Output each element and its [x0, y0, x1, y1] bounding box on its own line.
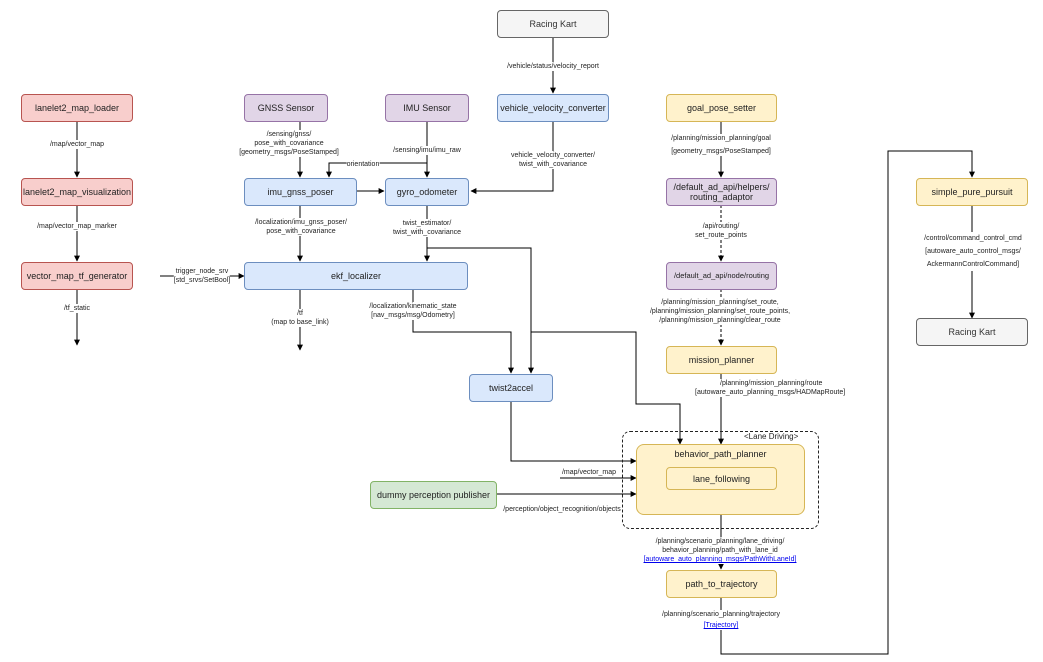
label-gnss-topic-2: pose_with_covariance — [254, 140, 324, 147]
label-map-vector-map-marker: /map/vector_map_marker — [37, 222, 117, 231]
label-trajectory: /planning/scenario_planning/trajectory [… — [662, 610, 780, 630]
label-route-topic-2: [autoware_auto_planning_msgs/HADMapRoute… — [695, 389, 846, 396]
label-control-cmd: /control/command_control_cmd [autoware_a… — [924, 232, 1022, 271]
edge-trajectory-to-pure-pursuit — [720, 150, 975, 655]
lanelet2-map-visualization-node[interactable]: lanelet2_map_visualization — [21, 178, 133, 206]
imu-sensor-node[interactable]: IMU Sensor — [385, 94, 469, 122]
label-api-routing: /api/routing/ set_route_points — [695, 222, 747, 240]
vector-map-tf-generator-node[interactable]: vector_map_tf_generator — [21, 262, 133, 290]
label-trigger-node-1: trigger_node_srv — [175, 268, 229, 275]
label-kinematic-state-2: [nav_msgs/msg/Odometry] — [371, 312, 455, 319]
routing-adaptor-node[interactable]: /default_ad_api/helpers/ routing_adaptor — [666, 178, 777, 206]
label-set-route-1: /planning/mission_planning/set_route, — [661, 299, 779, 306]
label-imu-gnss-pose-1: /localization/imu_gnss_poser/ — [255, 219, 347, 226]
label-imu-topic: /sensing/imu/imu_raw — [393, 146, 461, 155]
label-goal-topic: /planning/mission_planning/goal [geometr… — [671, 134, 771, 156]
routing-adaptor-label-2: routing_adaptor — [689, 192, 754, 202]
label-twist-estimator-1: twist_estimator/ — [402, 220, 452, 227]
label-goal-topic-2: [geometry_msgs/PoseStamped] — [671, 148, 771, 155]
label-perception-objects: /perception/object_recognition/objects — [503, 505, 621, 514]
label-gnss-topic: /sensing/gnss/ pose_with_covariance [geo… — [239, 130, 339, 157]
label-trigger-node-2: [std_srvs/SetBool] — [173, 277, 231, 284]
label-orientation: orientation — [346, 160, 380, 169]
label-control-cmd-3: AckermannControlCommand] — [926, 261, 1020, 268]
label-imu-gnss-pose: /localization/imu_gnss_poser/ pose_with_… — [255, 218, 347, 236]
label-goal-topic-1: /planning/mission_planning/goal — [671, 135, 771, 142]
label-route-topic-1: /planning/mission_planning/route — [720, 380, 823, 387]
gnss-sensor-node[interactable]: GNSS Sensor — [244, 94, 328, 122]
lane-driving-group — [622, 431, 819, 529]
label-gnss-topic-1: /sensing/gnss/ — [266, 131, 312, 138]
label-bpp-map: /map/vector_map — [561, 468, 617, 477]
lanelet2-map-loader-node[interactable]: lanelet2_map_loader — [21, 94, 133, 122]
label-control-cmd-1: /control/command_control_cmd — [924, 235, 1022, 242]
routing-adaptor-label-1: /default_ad_api/helpers/ — [673, 182, 770, 192]
edge-twist2accel-to-bpp — [510, 402, 637, 464]
label-vehicle-velocity-report: /vehicle/status/velocity_report — [507, 62, 599, 71]
edge-gyro-to-twist2accel — [427, 247, 534, 374]
gyro-odometer-node[interactable]: gyro_odometer — [385, 178, 469, 206]
label-tf-static: /tf_static — [63, 304, 91, 313]
ekf-localizer-node[interactable]: ekf_localizer — [244, 262, 468, 290]
label-path-with-lane-id-1: /planning/scenario_planning/lane_driving… — [655, 538, 785, 545]
label-vvc-twist: vehicle_velocity_converter/ twist_with_c… — [510, 151, 596, 169]
label-path-with-lane-id: /planning/scenario_planning/lane_driving… — [643, 537, 797, 564]
label-route-topic: /planning/mission_planning/route [autowa… — [695, 379, 846, 397]
lane-driving-group-title: <Lane Driving> — [744, 432, 799, 441]
label-gnss-topic-3: [geometry_msgs/PoseStamped] — [239, 149, 339, 156]
label-vvc-twist-2: twist_with_covariance — [518, 161, 588, 168]
label-set-route-3: /planning/mission_planning/clear_route — [659, 317, 781, 324]
label-tf-map: /tf (map to base_link) — [271, 309, 329, 327]
label-kinematic-state: /localization/kinematic_state [nav_msgs/… — [369, 302, 457, 320]
label-trajectory-1: /planning/scenario_planning/trajectory — [662, 611, 780, 618]
label-set-route-2: /planning/mission_planning/set_route_poi… — [649, 308, 791, 315]
imu-gnss-poser-node[interactable]: imu_gnss_poser — [244, 178, 357, 206]
edge-vvc-to-gyro — [470, 122, 554, 194]
label-vvc-twist-1: vehicle_velocity_converter/ — [510, 152, 596, 159]
dummy-perception-publisher-node[interactable]: dummy perception publisher — [370, 481, 497, 509]
racing-kart-top-node[interactable]: Racing Kart — [497, 10, 609, 38]
label-twist-estimator-2: twist_with_covariance — [392, 229, 462, 236]
path-to-trajectory-node[interactable]: path_to_trajectory — [666, 570, 777, 598]
edge-imu-orientation — [326, 162, 427, 178]
label-control-cmd-2: [autoware_auto_control_msgs/ — [925, 248, 1021, 255]
label-set-route: /planning/mission_planning/set_route, /p… — [649, 298, 791, 325]
label-map-vector-map: /map/vector_map — [49, 140, 105, 149]
behavior-path-planner-label: behavior_path_planner — [674, 449, 767, 459]
label-trajectory-link[interactable]: [Trajectory] — [703, 622, 739, 629]
vehicle-velocity-converter-node[interactable]: vehicle_velocity_converter — [497, 94, 609, 122]
racing-kart-bottom-node[interactable]: Racing Kart — [916, 318, 1028, 346]
mission-planner-node[interactable]: mission_planner — [666, 346, 777, 374]
goal-pose-setter-node[interactable]: goal_pose_setter — [666, 94, 777, 122]
simple-pure-pursuit-node[interactable]: simple_pure_pursuit — [916, 178, 1028, 206]
label-path-with-lane-id-2: behavior_planning/path_with_lane_id — [662, 547, 778, 554]
label-trigger-node: trigger_node_srv [std_srvs/SetBool] — [173, 267, 231, 285]
edge-ekf-to-bpp — [531, 331, 683, 445]
lane-following-node[interactable]: lane_following — [666, 467, 777, 490]
label-imu-gnss-pose-2: pose_with_covariance — [266, 228, 336, 235]
label-path-with-lane-id-link[interactable]: [autoware_auto_planning_msgs/PathWithLan… — [643, 556, 797, 563]
label-kinematic-state-1: /localization/kinematic_state — [369, 303, 457, 310]
label-tf-map-2: (map to base_link) — [271, 319, 329, 326]
label-twist-estimator: twist_estimator/ twist_with_covariance — [392, 219, 462, 237]
default-ad-api-routing-node[interactable]: /default_ad_api/node/routing — [666, 262, 777, 290]
label-api-routing-2: set_route_points — [695, 232, 747, 239]
label-api-routing-1: /api/routing/ — [702, 223, 740, 230]
label-tf-map-1: /tf — [297, 310, 303, 317]
twist2accel-node[interactable]: twist2accel — [469, 374, 553, 402]
